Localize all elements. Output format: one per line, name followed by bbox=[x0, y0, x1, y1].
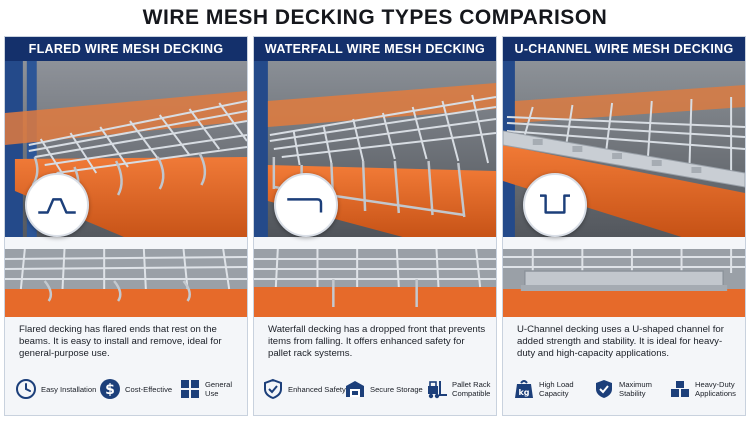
shield-check-icon bbox=[262, 378, 284, 400]
feature-general-use: General Use bbox=[179, 373, 243, 405]
feature-pallet-rack-compatible: Pallet Rack Compatible bbox=[426, 373, 494, 405]
feature-heavy-duty-applications: Heavy-Duty Applications bbox=[669, 373, 741, 405]
u-channel-deck-photo bbox=[503, 61, 745, 237]
feature-label: High Load Capacity bbox=[539, 380, 574, 398]
svg-text:kg: kg bbox=[518, 388, 529, 397]
waterfall-deck-closeup-photo bbox=[254, 249, 496, 317]
column-flared: FLARED WIRE MESH DECKING bbox=[4, 36, 248, 416]
column-description: Waterfall decking has a dropped front th… bbox=[268, 324, 486, 359]
feature-maximum-stability: Maximum Stability bbox=[593, 373, 659, 405]
column-waterfall: WATERFALL WIRE MESH DECKING bbox=[253, 36, 497, 416]
feature-label: Easy Installation bbox=[41, 384, 97, 394]
page-title: WIRE MESH DECKING TYPES COMPARISON bbox=[142, 6, 608, 29]
column-heading: WATERFALL WIRE MESH DECKING bbox=[254, 37, 496, 61]
feature-list: Enhanced Safety Secure Storage Pallet Ra… bbox=[260, 373, 492, 405]
column-u-channel: U-CHANNEL WIRE MESH DECKING bbox=[502, 36, 746, 416]
feature-easy-installation: Easy Installation bbox=[15, 373, 96, 405]
clock-icon bbox=[15, 378, 37, 400]
column-description: Flared decking has flared ends that rest… bbox=[19, 324, 222, 359]
flared-deck-photo bbox=[5, 61, 247, 237]
column-heading: U-CHANNEL WIRE MESH DECKING bbox=[503, 37, 745, 61]
forklift-icon bbox=[426, 378, 448, 400]
storage-box-icon bbox=[344, 378, 366, 400]
boxes-icon bbox=[669, 378, 691, 400]
feature-enhanced-safety: Enhanced Safety bbox=[262, 373, 346, 405]
column-heading: FLARED WIRE MESH DECKING bbox=[5, 37, 247, 61]
waterfall-profile-icon bbox=[274, 173, 338, 237]
grid-icon bbox=[179, 378, 201, 400]
feature-label: Secure Storage bbox=[370, 384, 423, 394]
feature-label: Pallet Rack Compatible bbox=[452, 380, 491, 398]
feature-list: Easy Installation $ Cost-Effective Gener… bbox=[11, 373, 243, 405]
feature-secure-storage: Secure Storage bbox=[344, 373, 423, 405]
u-channel-deck-closeup-photo bbox=[503, 249, 745, 317]
svg-text:$: $ bbox=[105, 382, 115, 398]
feature-cost-effective: $ Cost-Effective bbox=[99, 373, 172, 405]
feature-label: Heavy-Duty Applications bbox=[695, 380, 736, 398]
feature-label: General Use bbox=[205, 380, 233, 398]
feature-list: kg High Load Capacity Maximum Stability … bbox=[509, 373, 741, 405]
dollar-icon: $ bbox=[99, 378, 121, 400]
feature-label: Maximum Stability bbox=[619, 380, 652, 398]
column-description: U-Channel decking uses a U-shaped channe… bbox=[517, 324, 724, 359]
feature-label: Cost-Effective bbox=[125, 384, 173, 394]
u-channel-profile-icon bbox=[523, 173, 587, 237]
shield-check-icon bbox=[593, 378, 615, 400]
flared-deck-closeup-photo bbox=[5, 249, 247, 317]
weight-kg-icon: kg bbox=[513, 378, 535, 400]
feature-label: Enhanced Safety bbox=[288, 384, 346, 394]
feature-high-load-capacity: kg High Load Capacity bbox=[513, 373, 583, 405]
flared-profile-icon bbox=[25, 173, 89, 237]
